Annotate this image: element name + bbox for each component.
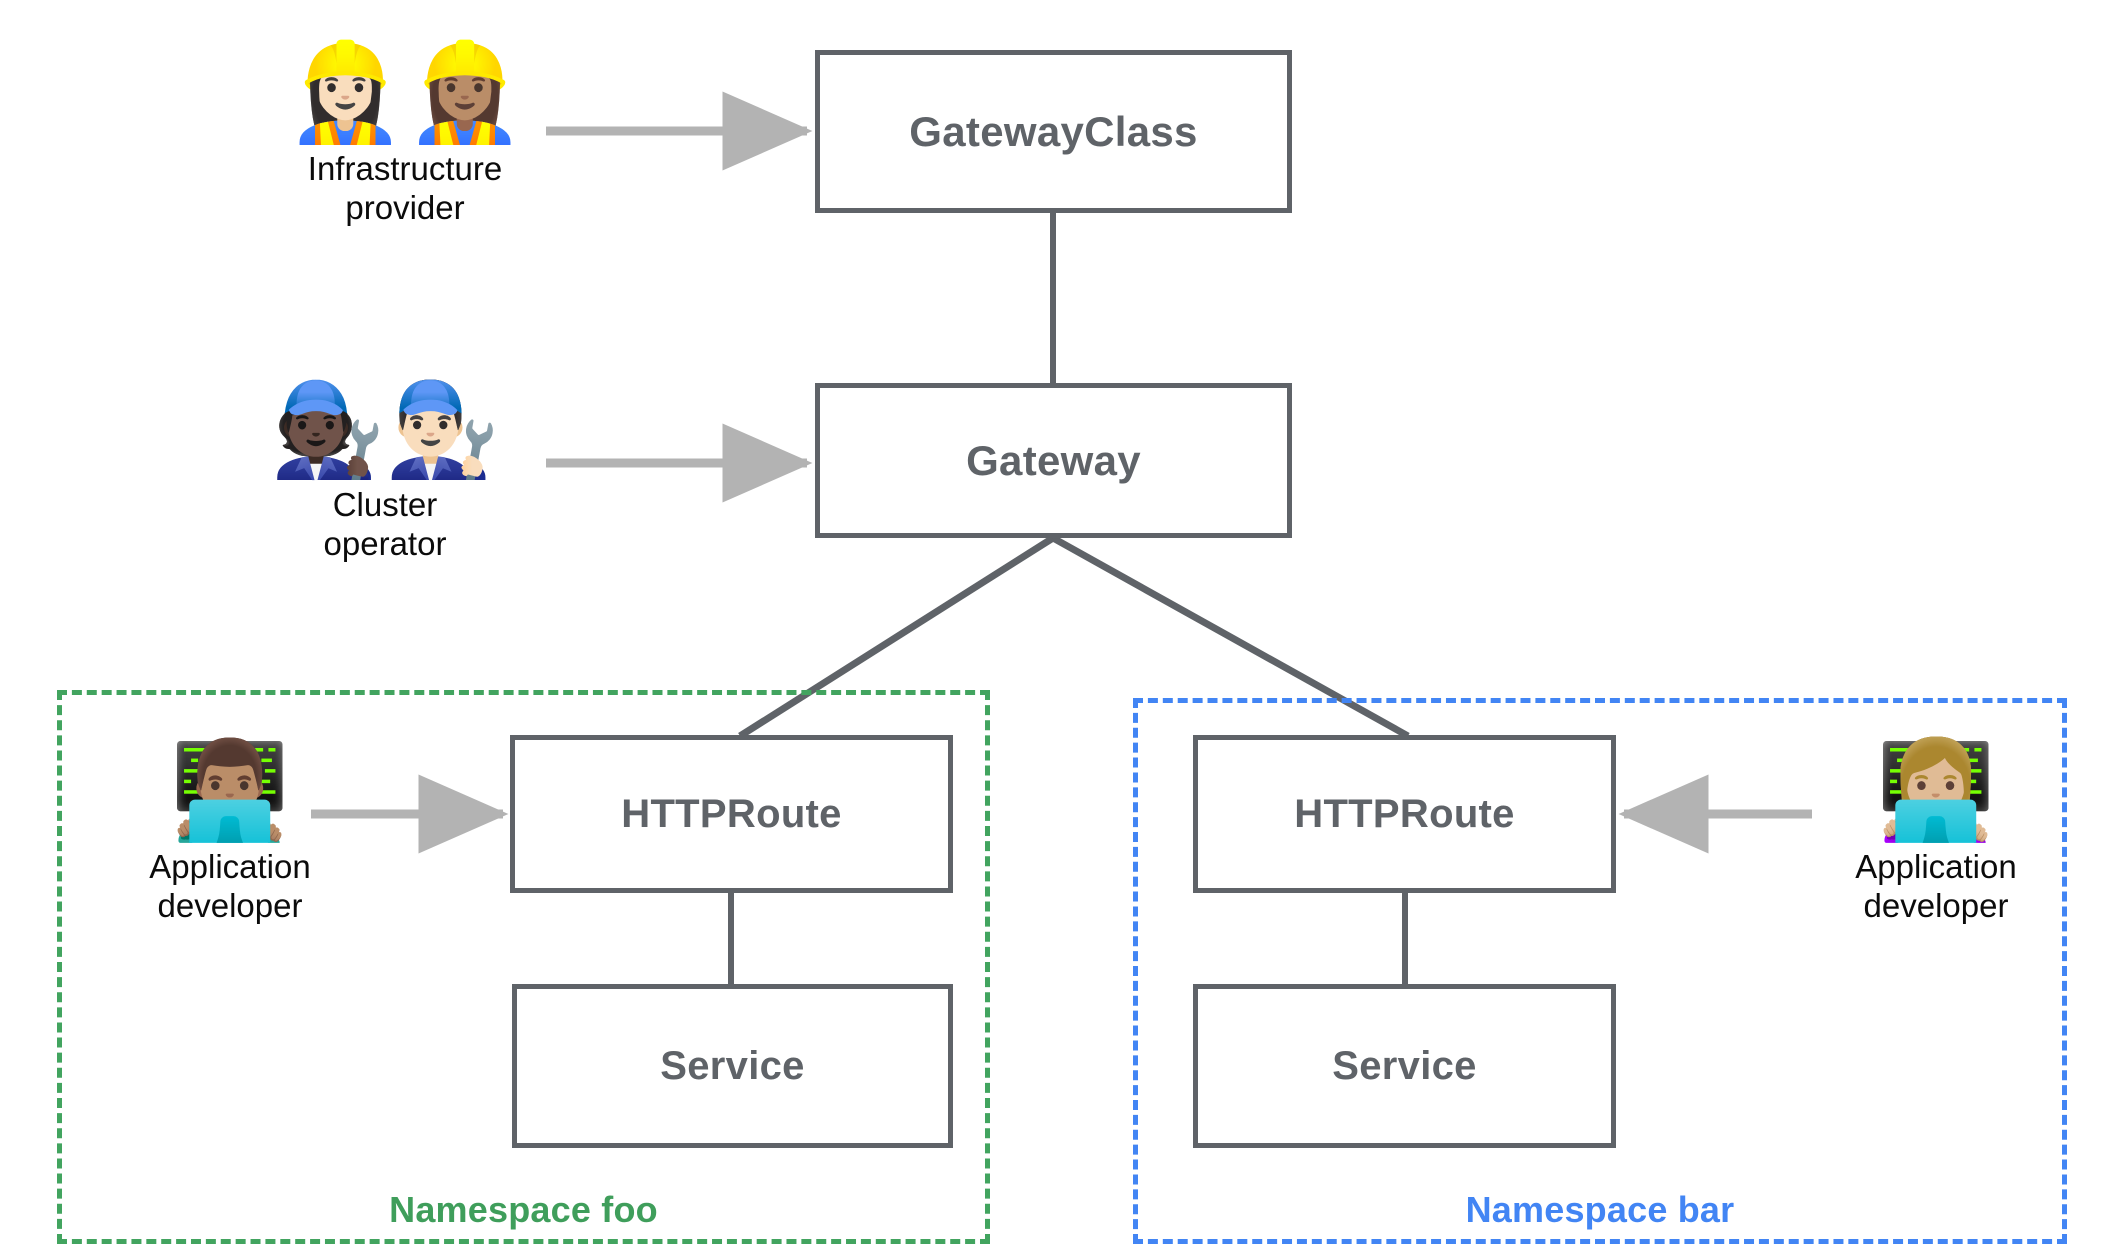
woman-technologist-icon: 👩🏼‍💻 <box>1876 734 1996 846</box>
connector-gateway-httproute-bar <box>1051 534 1410 740</box>
node-httproute-bar-label: HTTPRoute <box>1294 791 1515 836</box>
node-gateway[interactable]: Gateway <box>815 383 1292 538</box>
mechanic-icon: 🧑🏿‍🔧 <box>270 376 385 483</box>
persona-infrastructure-provider: 👷🏻‍♀️ 👷🏽‍♀️ Infrastructure provider <box>282 44 528 228</box>
persona-application-developer-bar-icons: 👩🏼‍💻 <box>1876 742 1996 838</box>
man-mechanic-icon: 👨🏻‍🔧 <box>385 376 500 483</box>
persona-infrastructure-provider-label: Infrastructure provider <box>307 150 503 226</box>
namespace-foo-container: Namespace foo <box>57 690 990 1244</box>
node-gateway-label: Gateway <box>966 436 1141 484</box>
persona-application-developer-bar-label: Application developer <box>1855 848 2017 924</box>
woman-construction-worker-icon: 👷🏽‍♀️ <box>405 36 525 148</box>
connector-gateway-httproute-foo <box>738 535 1055 739</box>
node-service-foo-label: Service <box>660 1043 805 1088</box>
node-httproute-foo[interactable]: HTTPRoute <box>510 735 953 893</box>
node-service-bar[interactable]: Service <box>1193 984 1616 1148</box>
woman-construction-worker-icon: 👷🏻‍♀️ <box>285 36 405 148</box>
man-technologist-icon: 👨🏽‍💻 <box>170 734 290 846</box>
node-gatewayclass-label: GatewayClass <box>909 107 1198 155</box>
node-service-foo[interactable]: Service <box>512 984 953 1148</box>
persona-application-developer-foo: 👨🏽‍💻 Application developer <box>112 742 348 926</box>
persona-application-developer-foo-label: Application developer <box>149 848 311 924</box>
persona-cluster-operator-label: Cluster operator <box>323 486 447 562</box>
persona-infrastructure-provider-icons: 👷🏻‍♀️ 👷🏽‍♀️ <box>285 44 524 140</box>
node-service-bar-label: Service <box>1332 1043 1477 1088</box>
node-httproute-foo-label: HTTPRoute <box>621 791 842 836</box>
persona-cluster-operator: 🧑🏿‍🔧 👨🏻‍🔧 Cluster operator <box>262 384 508 564</box>
node-httproute-bar[interactable]: HTTPRoute <box>1193 735 1616 893</box>
persona-cluster-operator-icons: 🧑🏿‍🔧 👨🏻‍🔧 <box>270 384 499 476</box>
persona-application-developer-foo-icons: 👨🏽‍💻 <box>170 742 290 838</box>
node-gatewayclass[interactable]: GatewayClass <box>815 50 1292 213</box>
namespace-bar-container: Namespace bar <box>1133 698 2067 1244</box>
persona-application-developer-bar: 👩🏼‍💻 Application developer <box>1818 742 2054 926</box>
namespace-foo-label: Namespace foo <box>389 1189 658 1230</box>
namespace-bar-label: Namespace bar <box>1465 1189 1735 1230</box>
